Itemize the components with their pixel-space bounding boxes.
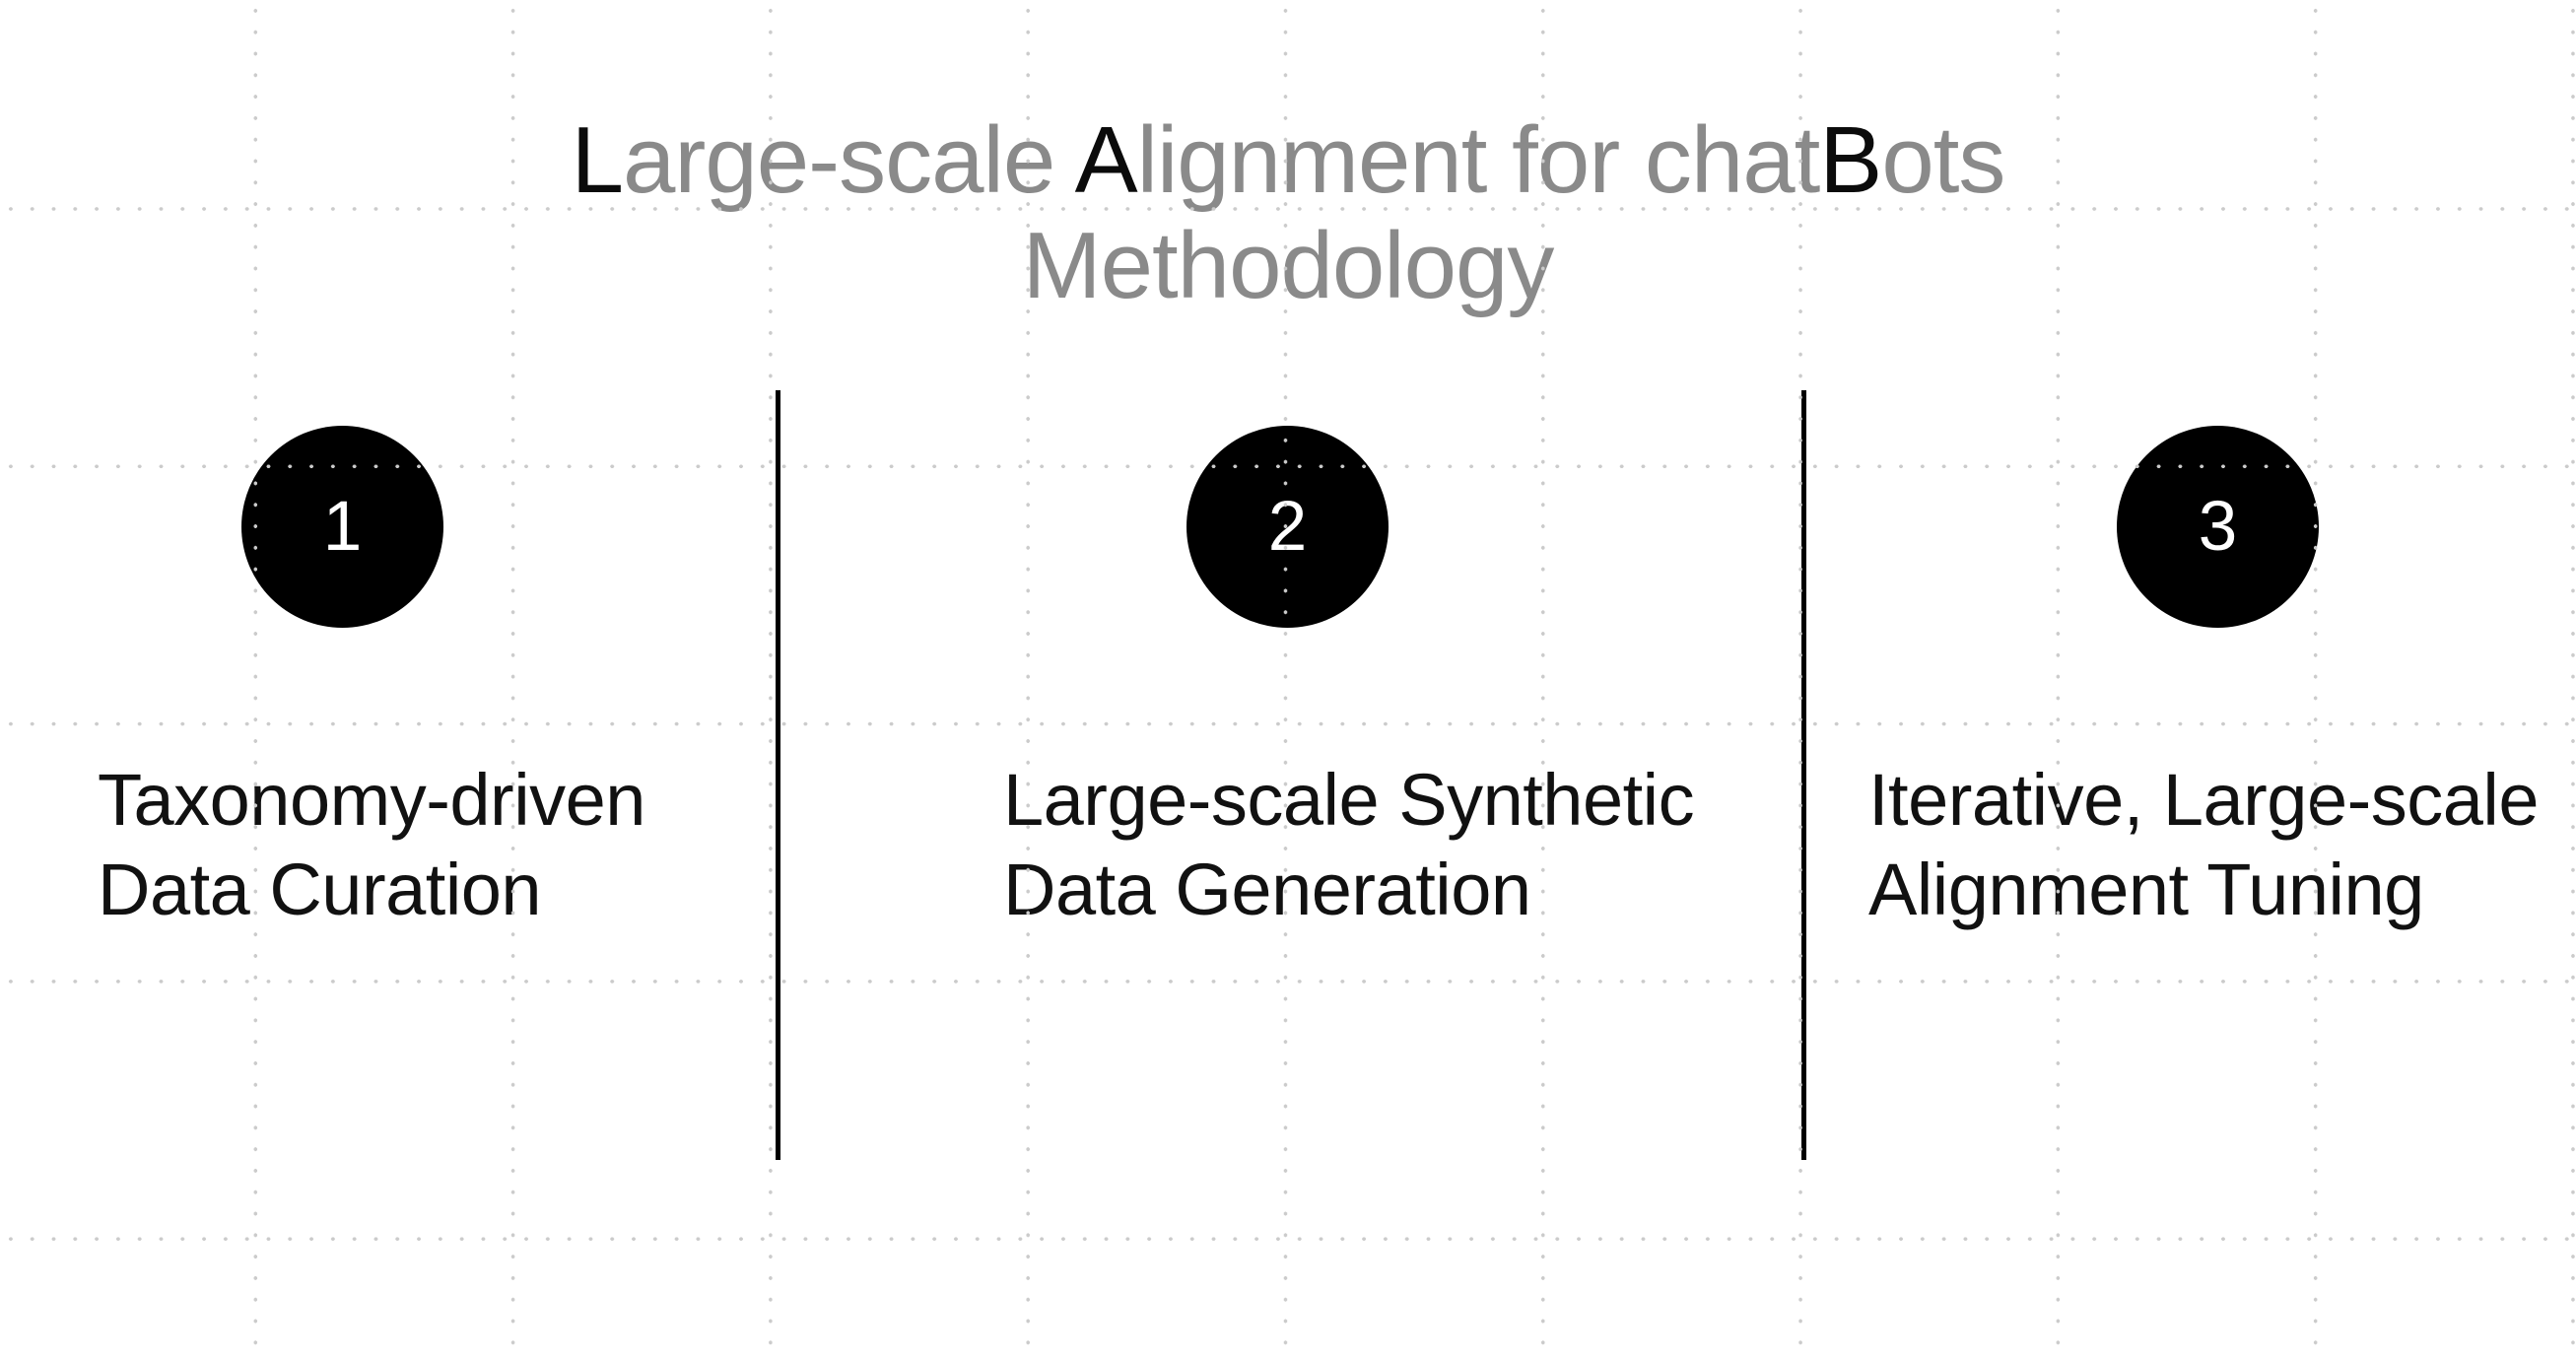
title-text-segment: arge-scale (622, 107, 1075, 213)
step-circle-2: 2 (1186, 426, 1389, 628)
step-label-2-line-2: Data Generation (1003, 849, 1531, 930)
step-label-1-line-2: Data Curation (98, 849, 542, 930)
step-label-2-line-1: Large-scale Synthetic (1003, 759, 1695, 841)
step-label-1: Taxonomy-driven Data Curation (98, 755, 645, 934)
title-emphasis-letter: L (571, 107, 624, 213)
step-number-1: 1 (322, 488, 363, 566)
step-label-2: Large-scale Synthetic Data Generation (1003, 755, 1695, 934)
step-number-3: 3 (2198, 488, 2238, 566)
step-circle-1: 1 (241, 426, 443, 628)
slide-title: Large-scale Alignment for chatBots Metho… (0, 107, 2576, 318)
step-circle-3: 3 (2117, 426, 2319, 628)
section-divider-2 (1801, 390, 1806, 1160)
title-line-2: Methodology (1022, 213, 1555, 318)
step-number-2: 2 (1267, 488, 1308, 566)
title-emphasis-letter: B (1819, 107, 1882, 213)
step-label-3-line-2: Alignment Tuning (1868, 849, 2424, 930)
title-emphasis-letter: A (1074, 107, 1138, 213)
section-divider-1 (776, 390, 780, 1160)
title-text-segment: ots (1881, 107, 2005, 213)
step-label-3: Iterative, Large-scale Alignment Tuning (1868, 755, 2540, 934)
step-label-1-line-1: Taxonomy-driven (98, 759, 645, 841)
title-line-1: Large-scale Alignment for chatBots (0, 107, 2576, 213)
step-label-3-line-1: Iterative, Large-scale (1868, 759, 2540, 841)
title-text-segment: lignment for chat (1136, 107, 1821, 213)
